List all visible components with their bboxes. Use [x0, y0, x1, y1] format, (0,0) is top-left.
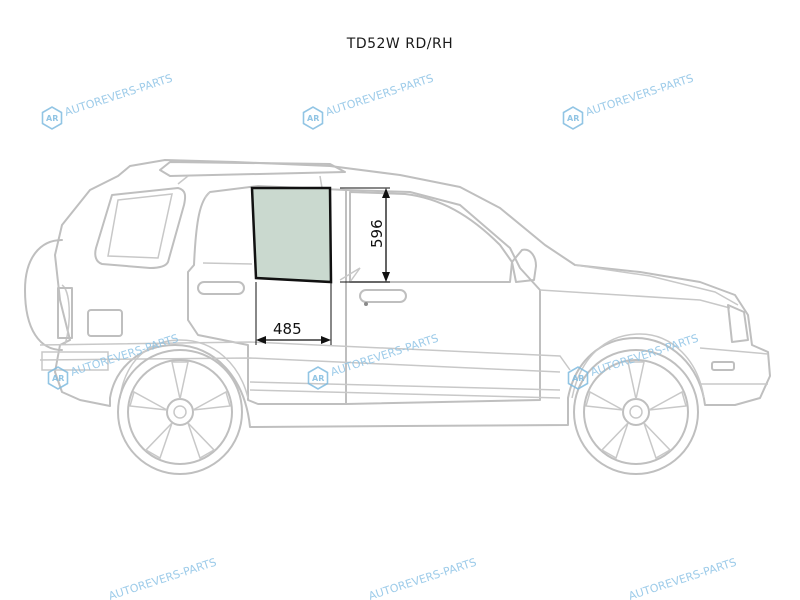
watermark: AUTOREVERS-PARTS: [627, 556, 738, 600]
watermark: AR AUTOREVERS-PARTS: [562, 72, 695, 130]
watermark-text: AUTOREVERS-PARTS: [584, 72, 695, 119]
indicator: [711, 361, 735, 371]
watermark-logo-icon: [302, 106, 324, 130]
svg-text:AR: AR: [572, 374, 584, 383]
height-dimension-label: 596: [368, 219, 386, 248]
watermark-text: AUTOREVERS-PARTS: [63, 72, 174, 119]
watermark: AUTOREVERS-PARTS: [367, 556, 478, 600]
watermark-logo-icon: [562, 106, 584, 130]
rear-wheel: [117, 349, 243, 475]
rear-door-handle: [197, 281, 245, 295]
svg-text:AR: AR: [52, 374, 64, 383]
front-wheel: [573, 349, 699, 475]
rear-door-glass: [250, 186, 333, 284]
watermark-text: AUTOREVERS-PARTS: [367, 556, 478, 600]
watermark-logo-icon: [567, 366, 589, 390]
watermark-text: AUTOREVERS-PARTS: [324, 72, 435, 119]
fuel-cap: [87, 309, 123, 337]
spare-tire: [24, 239, 63, 351]
headlight: [727, 304, 749, 343]
svg-text:AR: AR: [46, 114, 58, 123]
svg-text:AR: AR: [567, 114, 579, 123]
width-dimension-label: 485: [273, 320, 302, 338]
watermark: AR AUTOREVERS-PARTS: [302, 72, 435, 130]
watermark-logo-icon: [307, 366, 329, 390]
lock-dot: [364, 302, 368, 306]
rear-quarter-window: [94, 187, 187, 269]
side-mirror: [511, 248, 537, 283]
watermark: AUTOREVERS-PARTS: [107, 556, 218, 600]
watermark-text: AUTOREVERS-PARTS: [627, 556, 738, 600]
svg-text:AR: AR: [307, 114, 319, 123]
watermark-logo-icon: [41, 106, 63, 130]
watermark: AR AUTOREVERS-PARTS: [41, 72, 174, 130]
tail-light: [57, 287, 73, 339]
hood-line: [539, 264, 739, 309]
side-molding: [39, 341, 571, 399]
height-dimension: 596: [340, 187, 390, 283]
width-dimension: 485: [255, 282, 332, 345]
svg-text:AR: AR: [312, 374, 324, 383]
watermark-logo-icon: [47, 366, 69, 390]
watermark-layer: AR AUTOREVERS-PARTS AR AUTOREVERS-PARTS AR AU…: [41, 72, 738, 600]
watermark-text: AUTOREVERS-PARTS: [107, 556, 218, 600]
rear-door-frame: [187, 185, 347, 405]
diagram-title: TD52W RD/RH: [346, 36, 454, 52]
front-door-handle: [359, 289, 407, 303]
body-profile: [54, 159, 771, 428]
roof-rack: [159, 161, 346, 177]
vehicle-outline: [24, 159, 771, 428]
watermark-text: AUTOREVERS-PARTS: [69, 332, 180, 379]
